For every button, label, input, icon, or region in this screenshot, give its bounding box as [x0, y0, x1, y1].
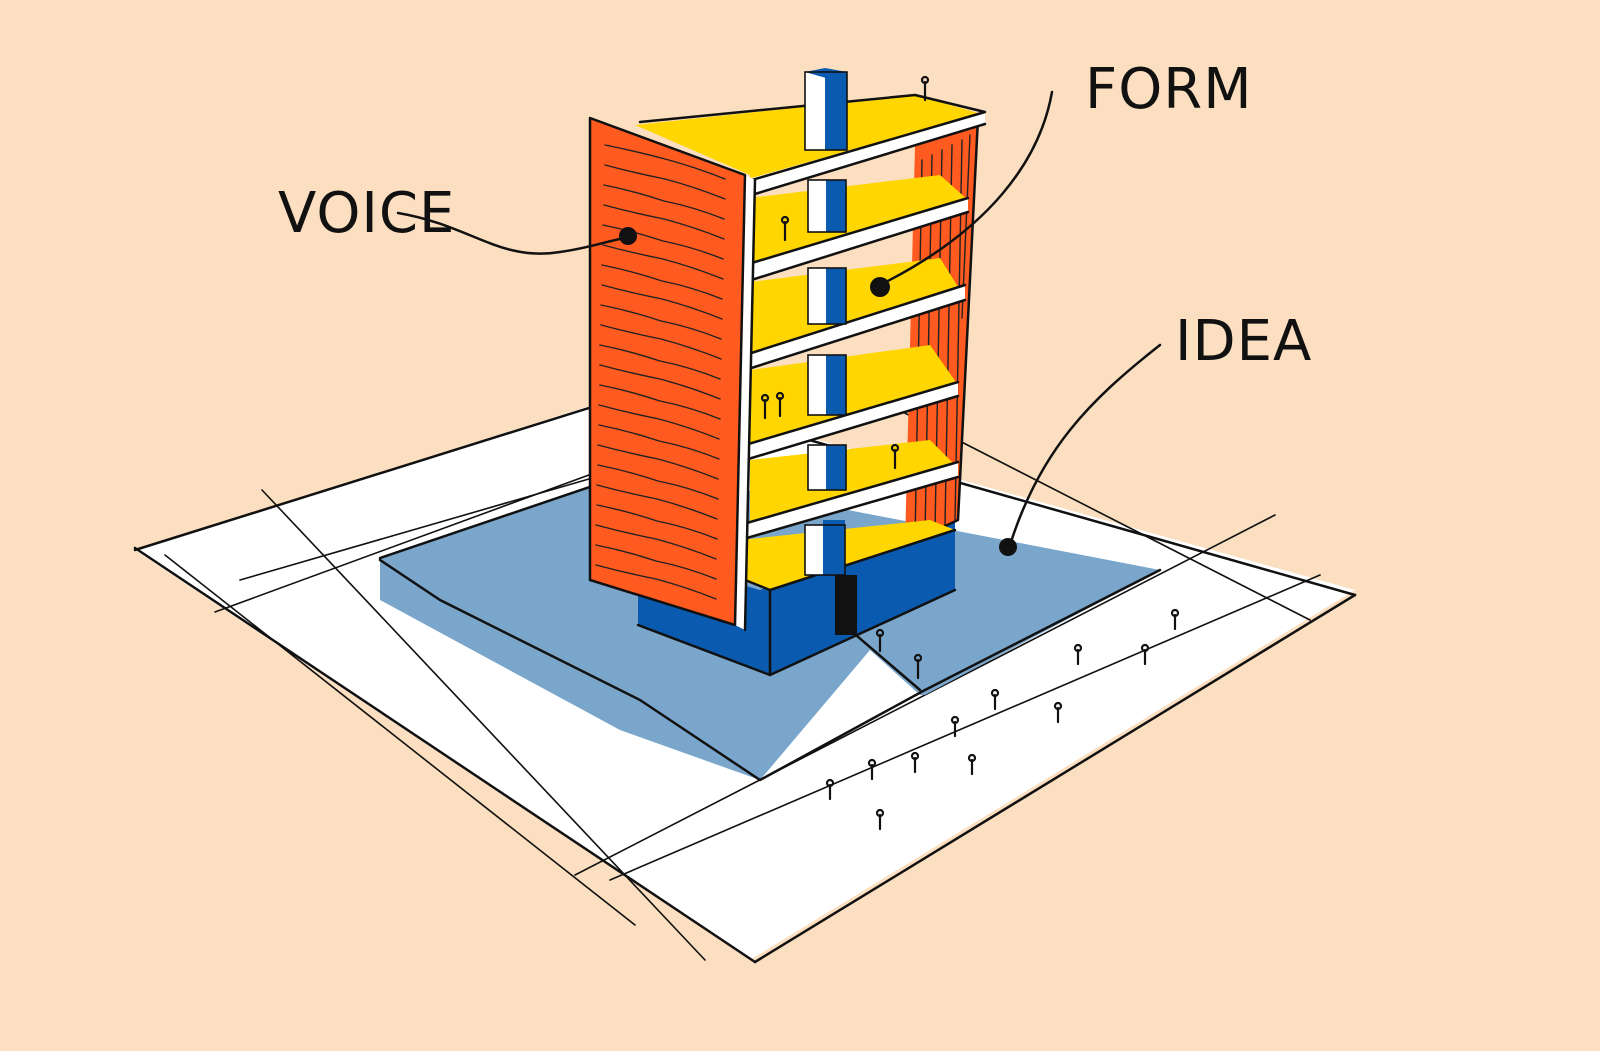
- front-facade: [588, 116, 757, 632]
- people-figures: [760, 75, 1180, 831]
- idea-label: IDEA: [1175, 309, 1312, 374]
- building-core: [804, 68, 848, 576]
- building-base: [636, 520, 957, 677]
- voice-marker: [619, 227, 637, 245]
- form-marker: [870, 277, 890, 297]
- floor-slabs: [635, 93, 987, 592]
- form-label: FORM: [1085, 57, 1253, 122]
- callout-leaders: [396, 90, 1162, 556]
- idea-marker: [999, 538, 1017, 556]
- voice-label: VOICE: [278, 181, 455, 246]
